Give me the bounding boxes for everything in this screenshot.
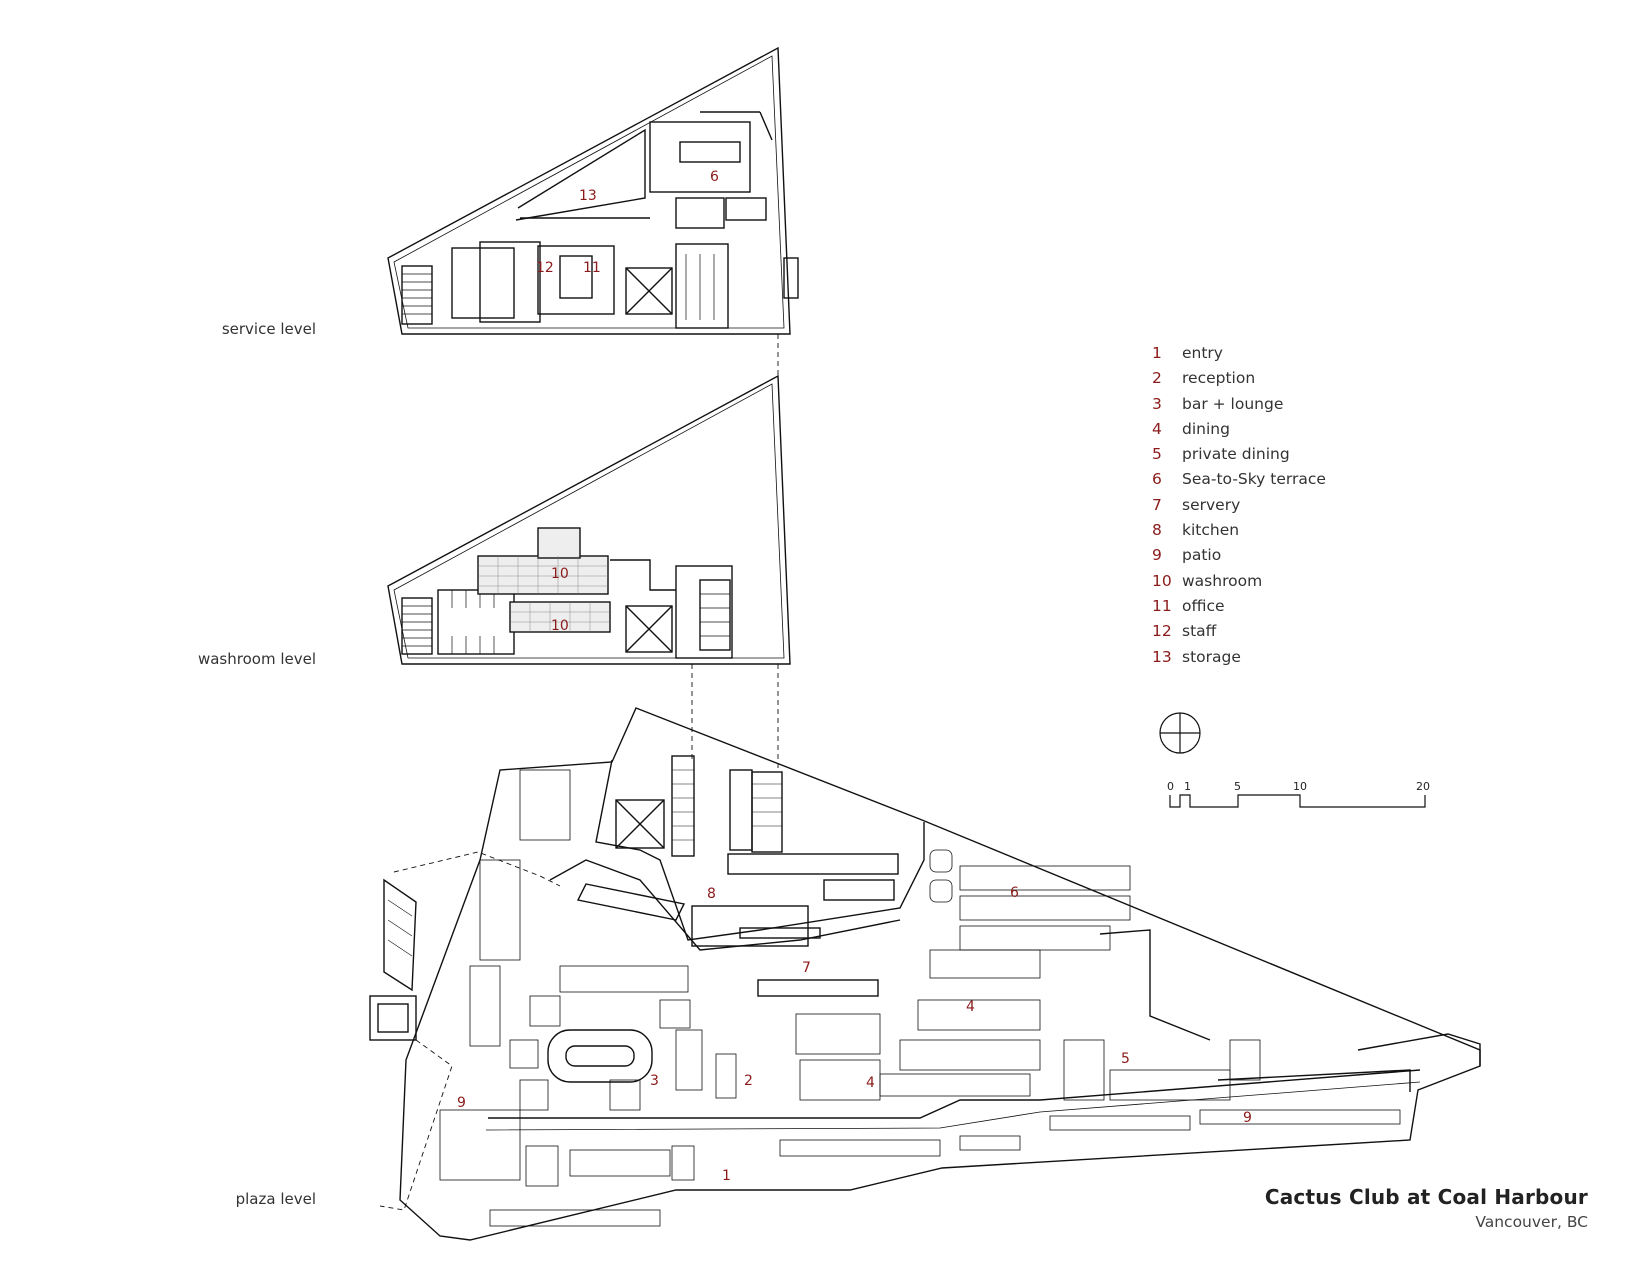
level-label-plaza: plaza level xyxy=(235,1190,316,1208)
room-label-plaza-4a: 4 xyxy=(966,999,975,1015)
room-label-service-13: 13 xyxy=(579,188,597,204)
legend-number: 8 xyxy=(1152,521,1162,540)
room-label-service-11: 11 xyxy=(583,260,601,276)
scale-tick-0: 0 xyxy=(1167,780,1174,793)
scale-tick-1: 1 xyxy=(1184,780,1191,793)
legend-item: 9 patio xyxy=(1152,543,1326,568)
legend-item: 4 dining xyxy=(1152,417,1326,442)
legend-item: 11 office xyxy=(1152,594,1326,619)
scale-tick-20: 20 xyxy=(1416,780,1430,793)
scale-bar: 0 1 5 10 20 xyxy=(1167,780,1430,808)
room-label-plaza-4b: 4 xyxy=(866,1075,875,1091)
scale-tick-10: 10 xyxy=(1293,780,1307,793)
legend-label: dining xyxy=(1182,419,1230,438)
room-number-labels: 6 13 12 11 10 10 8 6 7 4 4 5 9 3 2 9 1 xyxy=(457,169,1252,1184)
legend-label: patio xyxy=(1182,546,1222,565)
alignment-lines xyxy=(691,334,779,770)
legend-number: 3 xyxy=(1152,394,1162,413)
room-label-plaza-9-east: 9 xyxy=(1243,1110,1252,1126)
legend-number: 9 xyxy=(1152,546,1162,565)
room-label-service-6: 6 xyxy=(710,169,719,185)
washroom-level-plan xyxy=(387,374,791,665)
legend-item: 12 staff xyxy=(1152,619,1326,644)
legend-number: 2 xyxy=(1152,369,1162,388)
legend-item: 1 entry xyxy=(1152,341,1326,366)
legend-item: 5 private dining xyxy=(1152,442,1326,467)
room-label-plaza-3: 3 xyxy=(650,1073,659,1089)
legend-item: 7 servery xyxy=(1152,493,1326,518)
legend-item: 3 bar + lounge xyxy=(1152,392,1326,417)
room-label-washroom-10b: 10 xyxy=(551,618,569,634)
room-label-plaza-7: 7 xyxy=(802,960,811,976)
legend-number: 4 xyxy=(1152,419,1162,438)
legend-label: entry xyxy=(1182,344,1223,362)
level-label-service: service level xyxy=(221,320,316,338)
legend-number: 7 xyxy=(1152,495,1162,514)
drawing-title: Cactus Club at Coal Harbour xyxy=(1264,1185,1588,1209)
room-label-plaza-5: 5 xyxy=(1121,1051,1130,1067)
room-label-washroom-10a: 10 xyxy=(551,566,569,582)
room-label-plaza-8: 8 xyxy=(707,886,716,902)
legend-label: office xyxy=(1182,596,1225,615)
furniture xyxy=(439,769,1401,1227)
service-level-plan xyxy=(387,46,799,335)
plaza-level-plan xyxy=(369,707,1481,1241)
legend-label: bar + lounge xyxy=(1182,394,1284,413)
legend-item: 13 storage xyxy=(1152,645,1326,670)
legend-label: private dining xyxy=(1182,445,1290,464)
room-label-plaza-9-west: 9 xyxy=(457,1095,466,1111)
legend-number: 10 xyxy=(1152,571,1172,590)
legend-number: 11 xyxy=(1152,596,1172,615)
legend-item: 8 kitchen xyxy=(1152,518,1326,543)
legend-label: servery xyxy=(1182,495,1241,514)
legend-label: staff xyxy=(1182,622,1217,641)
room-label-plaza-6: 6 xyxy=(1010,885,1019,901)
legend-number: 5 xyxy=(1152,445,1162,464)
legend-label: kitchen xyxy=(1182,521,1240,540)
scale-tick-5: 5 xyxy=(1234,780,1241,793)
room-label-service-12: 12 xyxy=(536,260,554,276)
room-label-plaza-2: 2 xyxy=(744,1073,753,1089)
legend-number: 6 xyxy=(1152,470,1162,489)
legend-item: 10 washroom xyxy=(1152,569,1326,594)
legend-label: washroom xyxy=(1182,571,1263,590)
legend-label: reception xyxy=(1182,369,1256,388)
drawing-subtitle: Vancouver, BC xyxy=(1475,1213,1588,1231)
legend-item: 6 Sea-to-Sky terrace xyxy=(1152,467,1326,492)
room-legend: 1 entry 2 reception 3 bar + lounge 4 dining 5 pri… xyxy=(1152,341,1326,670)
legend-number: 12 xyxy=(1152,622,1172,641)
legend-label: Sea-to-Sky terrace xyxy=(1182,470,1326,489)
north-compass-icon xyxy=(1159,712,1201,754)
title-block: Cactus Club at Coal Harbour Vancouver, B… xyxy=(1265,1185,1588,1231)
legend-number: 13 xyxy=(1152,647,1172,666)
legend-label: storage xyxy=(1182,647,1241,666)
legend-item: 2 reception xyxy=(1152,366,1326,391)
legend-number: 1 xyxy=(1152,344,1162,362)
room-label-plaza-1: 1 xyxy=(722,1168,731,1184)
level-label-washroom: washroom level xyxy=(197,650,316,668)
